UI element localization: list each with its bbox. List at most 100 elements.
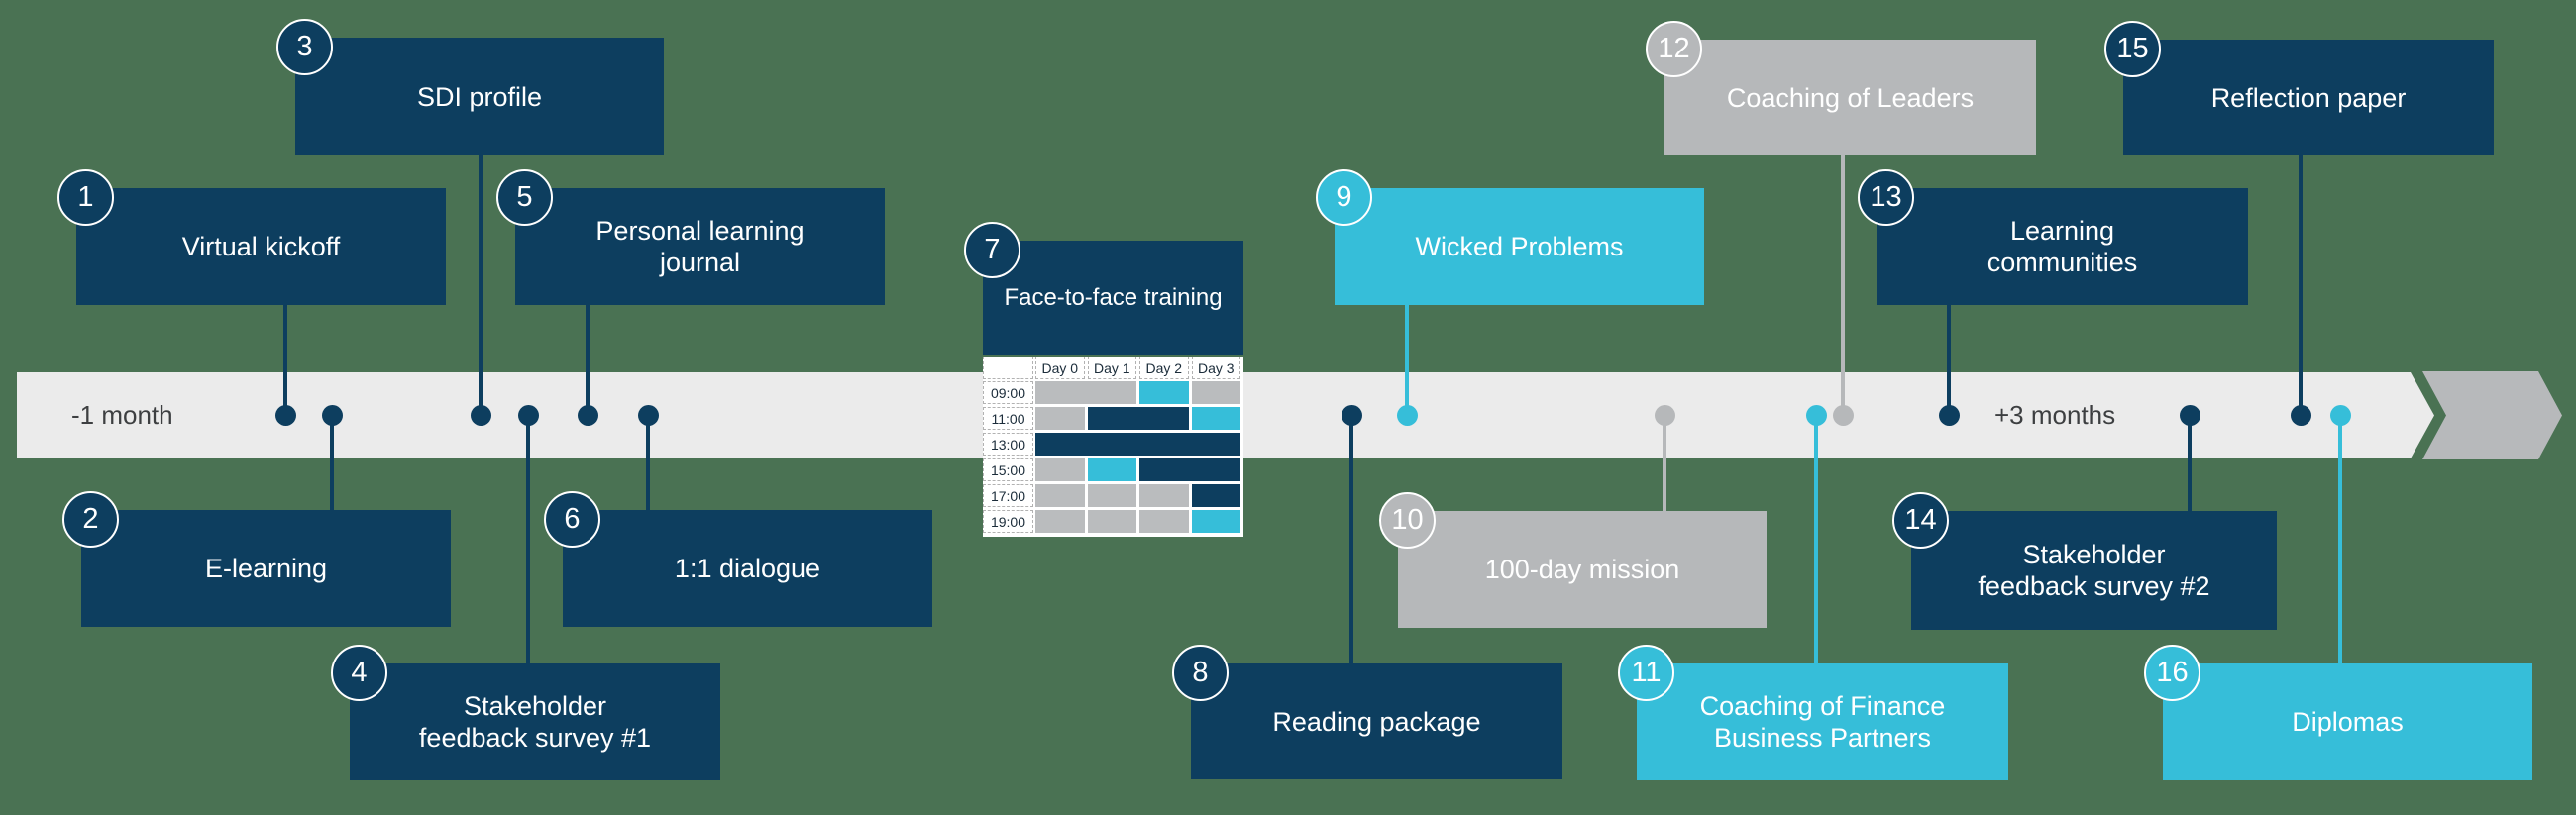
milestone-box-6: 1:1 dialogue (563, 510, 932, 627)
schedule-day-header: Day 2 (1139, 357, 1189, 379)
schedule-time-cell: 15:00 (983, 458, 1033, 481)
timeline-dot-1 (274, 404, 296, 426)
timeline-dot-3 (470, 404, 491, 426)
milestone-label-line: Stakeholder (463, 691, 607, 721)
milestone-number-9: 9 (1316, 169, 1372, 226)
timeline-dot-6 (637, 404, 659, 426)
timeline-dot-2 (321, 404, 343, 426)
schedule-slot-cell (1139, 381, 1189, 404)
milestone-box-12: Coaching of Leaders (1664, 40, 2036, 155)
schedule-time-cell: 17:00 (983, 484, 1033, 507)
schedule-slot-cell (1035, 433, 1240, 456)
schedule-slot-cell (1139, 510, 1189, 533)
schedule-day-header: Day 0 (1035, 357, 1085, 379)
connector-11 (1814, 415, 1818, 663)
timeline-start-label: -1 month (71, 400, 173, 430)
milestone-label-line: SDI profile (416, 81, 543, 112)
schedule-time-cell: 19:00 (983, 510, 1033, 533)
connector-6 (646, 415, 650, 510)
milestone-number-13: 13 (1858, 169, 1914, 226)
timeline-end-chevron-icon (2422, 371, 2562, 459)
connector-4 (526, 415, 530, 663)
connector-2 (330, 415, 334, 510)
connector-12 (1841, 155, 1845, 415)
timeline-dot-16 (2329, 404, 2351, 426)
milestone-label-line: Virtual kickoff (181, 232, 341, 261)
schedule-day-header: Day 3 (1191, 357, 1240, 379)
milestone-label-line: feedback survey #2 (1978, 571, 2210, 601)
milestone-label-line: 100-day mission (1484, 555, 1680, 584)
milestone-box-9: Wicked Problems (1335, 188, 1704, 305)
milestone-box-2: E-learning (81, 510, 451, 627)
schedule-slot-cell (1191, 381, 1240, 404)
schedule-slot-cell (1035, 381, 1136, 404)
milestone-number-4: 4 (331, 645, 387, 701)
milestone-box-8: Reading package (1191, 663, 1562, 779)
connector-9 (1405, 305, 1409, 415)
connector-5 (586, 305, 590, 415)
schedule-corner-cell (983, 357, 1033, 379)
milestone-number-3: 3 (276, 19, 333, 75)
milestone-number-2: 2 (62, 491, 119, 548)
milestone-label-line: Diplomas (2292, 707, 2404, 737)
milestone-number-11: 11 (1618, 645, 1674, 701)
milestone-label-line: Reflection paper (2210, 82, 2407, 113)
milestone-number-14: 14 (1892, 492, 1949, 549)
schedule-slot-cell (1139, 484, 1189, 507)
timeline-end-label: +3 months (1994, 400, 2116, 430)
schedule-slot-cell (1087, 458, 1136, 481)
milestone-number-8: 8 (1172, 645, 1229, 701)
schedule-slot-cell (1139, 458, 1240, 481)
milestone-label-line: Learning (2009, 216, 2115, 246)
timeline-dot-9 (1396, 404, 1418, 426)
milestone-label-line: Stakeholder (2022, 540, 2166, 569)
milestone-box-16: Diplomas (2163, 663, 2532, 780)
milestone-label-line: 1:1 dialogue (674, 554, 821, 583)
schedule-time-cell: 13:00 (983, 433, 1033, 456)
milestone-label-line: Coaching of Finance (1699, 691, 1946, 721)
milestone-box-1: Virtual kickoff (76, 188, 446, 305)
milestone-label-line: Reading package (1272, 706, 1481, 737)
timeline-dot-14 (2179, 404, 2200, 426)
milestone-number-7: 7 (964, 222, 1020, 278)
timeline-dot-12 (1832, 404, 1854, 426)
timeline-dot-15 (2290, 404, 2311, 426)
timeline-dot-4 (517, 404, 539, 426)
schedule-day-header: Day 1 (1087, 357, 1136, 379)
timeline-dot-10 (1654, 404, 1675, 426)
connector-1 (283, 305, 287, 415)
connector-14 (2188, 415, 2192, 511)
milestone-number-6: 6 (544, 491, 600, 548)
milestone-number-16: 16 (2144, 645, 2200, 701)
milestone-box-15: Reflection paper (2123, 40, 2494, 155)
milestone-label-line: feedback survey #1 (418, 723, 652, 753)
milestone-number-5: 5 (496, 169, 553, 226)
timeline-dot-8 (1341, 404, 1362, 426)
milestone-number-12: 12 (1646, 21, 1702, 77)
schedule-slot-cell (1191, 484, 1240, 507)
milestone-label-line: E-learning (204, 554, 328, 583)
schedule-slot-cell (1035, 458, 1085, 481)
milestone-number-15: 15 (2104, 21, 2161, 77)
connector-13 (1947, 305, 1951, 415)
milestone-label-line: communities (1986, 248, 2138, 277)
connector-8 (1349, 415, 1353, 663)
milestone-number-1: 1 (57, 169, 114, 226)
milestone-label-line: Coaching of Leaders (1726, 82, 1975, 113)
schedule-slot-cell (1035, 484, 1085, 507)
milestone-label-line: Business Partners (1713, 723, 1932, 753)
schedule-slot-cell (1035, 510, 1085, 533)
schedule-time-cell: 09:00 (983, 381, 1033, 404)
timeline-dot-13 (1938, 404, 1960, 426)
timeline-dot-11 (1805, 404, 1827, 426)
connector-3 (479, 155, 483, 415)
milestone-label-line: Personal learning (595, 216, 805, 246)
schedule-slot-cell (1191, 407, 1240, 430)
milestone-number-10: 10 (1379, 492, 1436, 549)
